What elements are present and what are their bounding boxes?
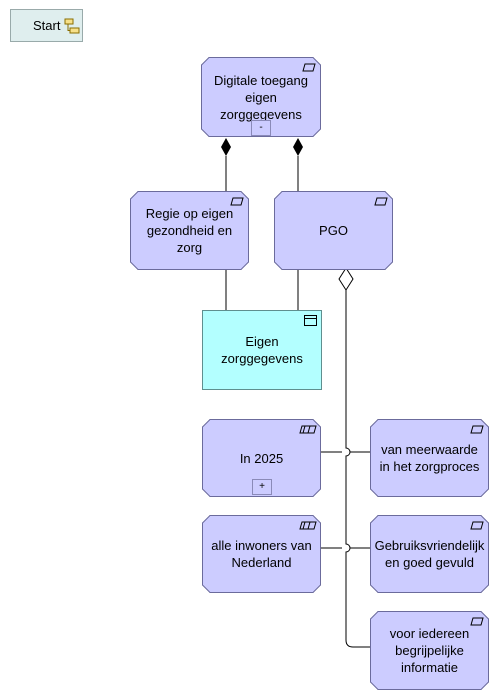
- principle-meerwaarde-label: van meerwaarde in het zorgproces: [379, 442, 480, 474]
- principle-inwoners-label: alle inwoners van Nederland: [211, 538, 312, 570]
- principle-meerwaarde[interactable]: van meerwaarde in het zorgproces: [370, 419, 489, 497]
- business-object-icon: [304, 315, 317, 326]
- principle-in-2025-label: In 2025: [239, 450, 284, 466]
- composition-diamond-regie: [221, 138, 231, 156]
- goal-digitale-toegang-label: Digitale toegang eigen zorggegevens: [214, 72, 308, 122]
- principle-gebruiksvriendelijk-label: Gebruiksvriendelijk en goed gevuld: [374, 538, 485, 570]
- goal-regie-label: Regie op eigen gezondheid en zorg: [145, 206, 234, 255]
- aggregation-trunk[interactable]: [345, 290, 370, 648]
- business-object-eigen-zorggegevens[interactable]: Eigen zorggegevens: [202, 310, 322, 390]
- principle-iedereen[interactable]: voor iedereen begrijpelijke informatie: [370, 611, 489, 690]
- collapse-toggle[interactable]: -: [251, 120, 271, 136]
- goal-pgo[interactable]: PGO: [274, 191, 393, 270]
- composition-diamond-pgo: [293, 138, 303, 156]
- aggregation-diamond-pgo: [338, 267, 354, 291]
- goal-pgo-label: PGO: [319, 223, 348, 238]
- principle-iedereen-label: voor iedereen begrijpelijke informatie: [389, 626, 470, 675]
- expand-toggle[interactable]: +: [252, 479, 272, 495]
- navigation-diagram-icon: [64, 18, 80, 34]
- principle-inwoners[interactable]: alle inwoners van Nederland: [202, 515, 321, 593]
- start-label: Start: [33, 18, 61, 33]
- principle-gebruiksvriendelijk[interactable]: Gebruiksvriendelijk en goed gevuld: [370, 515, 489, 593]
- goal-regie[interactable]: Regie op eigen gezondheid en zorg: [130, 191, 249, 270]
- start-navigation-box[interactable]: Start: [10, 9, 83, 42]
- business-object-label: Eigen zorggegevens: [221, 334, 303, 366]
